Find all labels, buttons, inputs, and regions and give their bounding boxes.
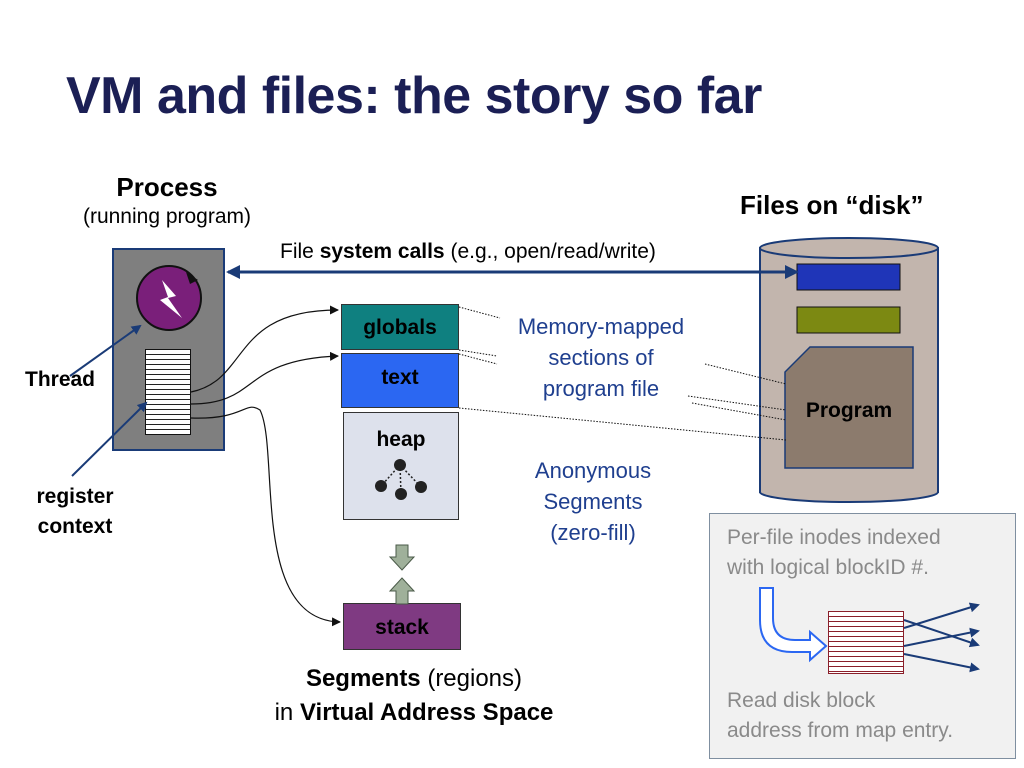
ptr-to-text-arrow <box>190 351 339 405</box>
system-calls-label: File system calls (e.g., open/read/write… <box>280 240 656 264</box>
process-heading-block: Process (running program) <box>60 172 274 229</box>
inode-line1: Per-file inodes indexed <box>727 526 941 549</box>
memory-mapped-note: Memory-mapped sections of program file <box>488 311 714 404</box>
thread-circle <box>136 265 202 331</box>
register-label-line1: register <box>36 485 114 508</box>
up-arrow-icon <box>388 577 416 605</box>
mmap-line2: sections of <box>548 345 654 370</box>
text-segment: text <box>341 353 459 408</box>
caption-rest1: (regions) <box>420 665 523 692</box>
register-label-line2: context <box>37 515 113 538</box>
slide-title: VM and files: the story so far <box>66 67 762 125</box>
thread-pointer-arrow <box>69 324 142 377</box>
thread-label: Thread <box>25 368 96 391</box>
ptr-to-stack-arrow <box>190 406 341 627</box>
inode-map-block <box>828 611 904 674</box>
inode-line2: with logical blockID #. <box>727 556 929 579</box>
hook-arrow-icon <box>759 587 828 663</box>
heap-label: heap <box>376 428 426 451</box>
stack-label: stack <box>375 616 429 639</box>
inode-panel-text-top: Per-file inodes indexed with logical blo… <box>727 523 941 583</box>
mapping-dotted-lines <box>458 306 787 441</box>
anon-line2: Segments <box>543 489 643 514</box>
text-label: text <box>381 366 419 389</box>
caption-bold1: Segments <box>305 665 421 692</box>
ptr-to-globals-arrow <box>190 305 339 393</box>
inode-line3: Read disk block <box>727 689 876 712</box>
disk-olive-block <box>796 306 901 334</box>
register-pointer-arrow <box>71 401 148 477</box>
syscalls-prefix: File <box>280 240 320 263</box>
globals-label: globals <box>363 316 437 339</box>
inode-line4: address from map entry. <box>727 719 954 742</box>
register-context-stack <box>145 349 191 435</box>
mmap-line1: Memory-mapped <box>517 314 685 339</box>
files-heading: Files on “disk” <box>740 190 924 220</box>
caption-line1: Segments (regions) <box>228 662 600 696</box>
program-file-block <box>784 346 914 469</box>
segments-caption: Segments (regions) in Virtual Address Sp… <box>228 662 600 730</box>
mmap-line3: program file <box>542 376 660 401</box>
thread-rotation-arrow-icon <box>186 272 198 284</box>
globals-segment: globals <box>341 304 459 350</box>
stack-segment: stack <box>343 603 461 650</box>
disk-blue-block <box>796 263 901 291</box>
anonymous-segments-note: Anonymous Segments (zero-fill) <box>500 455 686 548</box>
process-subheading: (running program) <box>82 205 252 228</box>
lightning-icon <box>160 280 182 318</box>
down-arrow-icon <box>388 544 416 571</box>
caption-prefix2: in <box>274 699 300 726</box>
process-heading: Process <box>116 172 218 202</box>
heap-graph-icon <box>375 459 427 500</box>
caption-bold2: Virtual Address Space <box>299 699 554 726</box>
inode-fanout-arrows <box>903 602 980 673</box>
anon-line3: (zero-fill) <box>550 520 636 545</box>
syscalls-bold: system calls <box>319 240 445 263</box>
caption-line2: in Virtual Address Space <box>228 696 600 730</box>
anon-line1: Anonymous <box>534 458 652 483</box>
inode-panel-text-bottom: Read disk block address from map entry. <box>727 686 953 746</box>
register-context-label: register context <box>22 482 128 542</box>
program-label: Program <box>806 399 892 422</box>
syscalls-suffix: (e.g., open/read/write) <box>444 240 656 263</box>
